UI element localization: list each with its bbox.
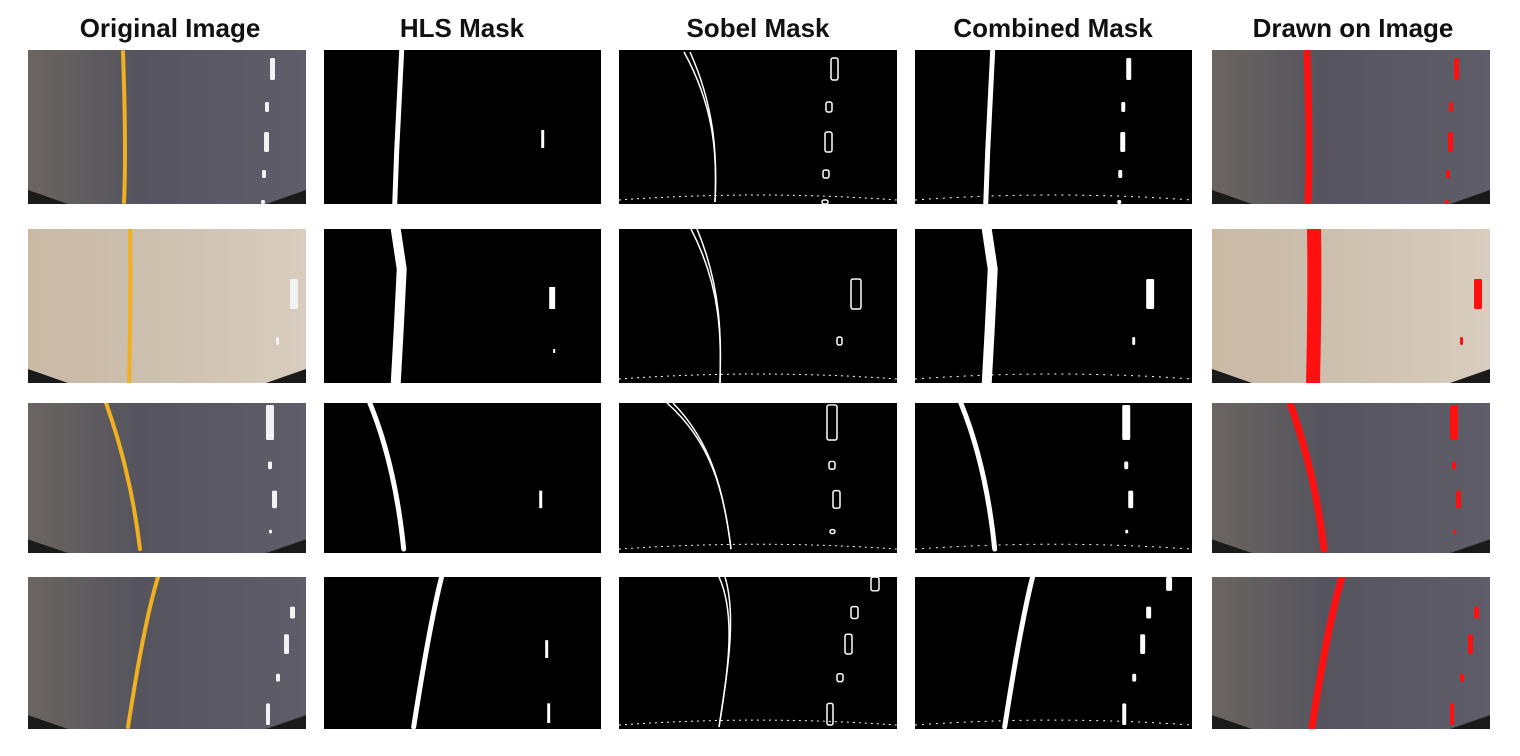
image-hls-row-4 [324,577,601,729]
image-drawn-row-1 [1212,50,1490,204]
image-hls-row-1 [324,50,601,204]
image-combined-row-4 [915,577,1192,729]
image-sobel-row-2 [619,229,897,383]
column-header-drawn-on-image: Drawn on Image [1252,13,1454,43]
image-sobel-row-3 [619,403,897,553]
image-sobel-row-4 [619,577,897,729]
column-header-combined-mask: Combined Mask [953,13,1153,43]
image-combined-row-3 [915,403,1192,553]
image-drawn-row-2 [1212,229,1490,383]
image-drawn-row-4 [1212,577,1490,729]
column-header-sobel-mask: Sobel Mask [686,13,830,43]
image-original-row-3 [28,403,306,553]
image-original-row-2 [28,229,306,383]
image-drawn-row-3 [1212,403,1490,553]
image-hls-row-2 [324,229,601,383]
image-original-row-4 [28,577,306,729]
image-hls-row-3 [324,403,601,553]
image-combined-row-1 [915,50,1192,204]
image-sobel-row-1 [619,50,897,204]
image-combined-row-2 [915,229,1192,383]
image-original-row-1 [28,50,306,204]
column-header-original: Original Image [79,13,261,43]
column-header-hls-mask: HLS Mask [399,13,525,43]
